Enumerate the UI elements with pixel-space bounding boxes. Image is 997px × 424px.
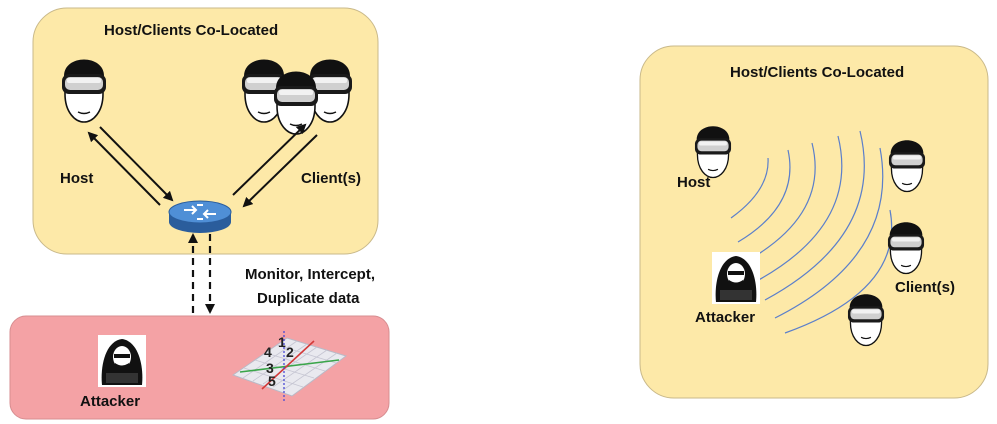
clients-label: Client(s) — [301, 170, 361, 187]
right-room-box — [639, 45, 989, 399]
grid-number: 2 — [286, 344, 294, 360]
grid-number: 3 — [266, 360, 274, 376]
client-to-router-arrow — [242, 134, 318, 208]
flow-label-line1: Monitor, Intercept, — [245, 266, 376, 283]
flow-label-line2: Duplicate data — [257, 290, 360, 307]
grid-number: 5 — [268, 373, 276, 389]
router-icon — [168, 200, 232, 233]
left-panel-title: Host/Clients Co-Located — [104, 22, 279, 39]
attacker-label: Attacker — [695, 309, 756, 326]
attacker-label: Attacker — [80, 393, 141, 410]
host-label: Host — [677, 174, 711, 191]
attacker-hacker-icon — [98, 335, 146, 387]
host-to-router-arrow — [99, 126, 174, 202]
attacker-hacker-icon — [712, 252, 760, 304]
attacker-zone-box — [9, 315, 390, 420]
host-label: Host — [60, 170, 94, 187]
router-to-client-arrow — [232, 123, 307, 196]
clients-label: Client(s) — [895, 279, 955, 296]
radio-waves-icon — [730, 130, 893, 334]
left-room-box — [32, 7, 379, 255]
right-panel-title: Host/Clients Co-Located — [730, 64, 905, 81]
grid-number: 1 — [278, 334, 286, 350]
3d-grid-icon — [231, 331, 348, 402]
router-to-host-arrow — [87, 131, 161, 206]
grid-number: 4 — [264, 344, 272, 360]
